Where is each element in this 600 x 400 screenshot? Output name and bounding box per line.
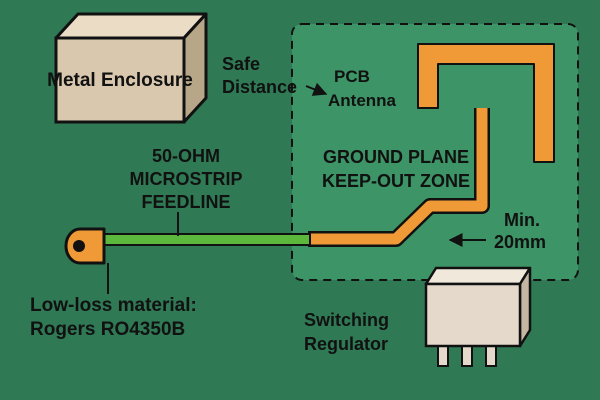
keepout-label-line2: KEEP-OUT ZONE [322, 171, 470, 191]
safe-distance-arrow [305, 82, 328, 96]
regulator-label-line1: Switching [304, 310, 389, 330]
regulator-label-line2: Regulator [304, 334, 388, 354]
keepout-label-line1: GROUND PLANE [323, 147, 469, 167]
antenna-label-line1: PCB [334, 67, 370, 86]
microstrip-feedline [89, 233, 311, 246]
keepout-zone [291, 23, 579, 281]
min-distance-label-line2: 20mm [494, 232, 546, 252]
feedline-label-line2: MICROSTRIP [129, 169, 242, 189]
safe-distance-label-line2: Distance [222, 77, 297, 97]
antenna-label-line2: Antenna [328, 91, 397, 110]
connector-pad-hole [73, 240, 85, 252]
antenna-feed-trace [308, 108, 488, 245]
material-label-line2: Rogers RO4350B [30, 319, 185, 340]
metal-enclosure-box [54, 12, 208, 124]
min-distance-label-line1: Min. [504, 210, 540, 230]
enclosure-label: Metal Enclosure [47, 70, 193, 91]
material-label-line1: Low-loss material: [30, 295, 197, 316]
feedline-label-line1: 50-OHM [152, 146, 220, 166]
switching-regulator-component [424, 266, 532, 367]
safe-distance-label-line1: Safe [222, 54, 260, 74]
pcb-antenna-trace [417, 43, 555, 163]
feedline-label-line3: FEEDLINE [141, 192, 230, 212]
